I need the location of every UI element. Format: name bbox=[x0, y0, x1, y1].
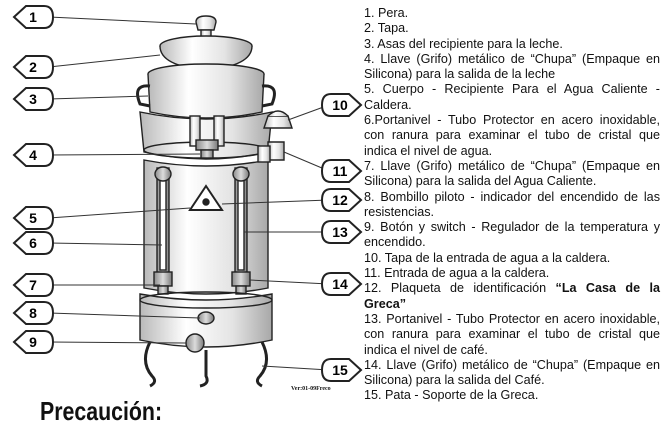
legend-item: 5. Cuerpo - Recipiente Para el Agua Cali… bbox=[364, 82, 660, 113]
legend-item: 11. Entrada de agua a la caldera. bbox=[364, 266, 660, 281]
callout-label: 11 bbox=[333, 163, 348, 179]
legend-item: 3. Asas del recipiente para la leche. bbox=[364, 37, 660, 52]
callout-label: 1 bbox=[29, 9, 37, 25]
legend-item-text: 12. Plaqueta de identificación bbox=[364, 281, 556, 295]
callout-label: 7 bbox=[29, 277, 37, 293]
legend-item: 14. Llave (Grifo) metálico de “Chupa” (E… bbox=[364, 358, 660, 389]
legend-item-text: 11. Entrada de agua a la caldera. bbox=[364, 266, 549, 280]
legend-item: 2. Tapa. bbox=[364, 21, 660, 36]
legend-item-text: 10. Tapa de la entrada de agua a la cald… bbox=[364, 251, 610, 265]
knob-part bbox=[196, 16, 216, 38]
callout-1: 1 bbox=[14, 6, 53, 28]
callout-label: 4 bbox=[29, 147, 37, 163]
callout-4: 4 bbox=[14, 144, 53, 166]
callout-label: 9 bbox=[29, 334, 37, 350]
callout-3: 3 bbox=[14, 88, 53, 110]
boiler-body-part bbox=[144, 160, 268, 294]
legend-item-text: 8. Bombillo piloto - indicador del encen… bbox=[364, 190, 660, 219]
legend-item: 4. Llave (Grifo) metálico de “Chupa” (Em… bbox=[364, 52, 660, 83]
callout-8: 8 bbox=[14, 302, 53, 324]
legend-item-text: 14. Llave (Grifo) metálico de “Chupa” (E… bbox=[364, 358, 660, 387]
legs-part bbox=[145, 342, 266, 386]
callout-7: 7 bbox=[14, 274, 53, 296]
legend-item-text: 7. Llave (Grifo) metálico de “Chupa” (Em… bbox=[364, 159, 660, 188]
callout-label: 6 bbox=[29, 235, 37, 251]
legend-item: 10. Tapa de la entrada de agua a la cald… bbox=[364, 251, 660, 266]
legend-item: 7. Llave (Grifo) metálico de “Chupa” (Em… bbox=[364, 159, 660, 190]
milk-pot-part bbox=[138, 64, 275, 118]
warning-heading: Precaución: bbox=[40, 396, 162, 427]
callout-13: 13 bbox=[322, 221, 361, 243]
legend-item: 9. Botón y switch - Regulador de la temp… bbox=[364, 220, 660, 251]
upper-body-part bbox=[140, 112, 272, 159]
legend-item-text: 6.Portanivel - Tubo Protector en acero i… bbox=[364, 113, 660, 158]
legend-item-text: 15. Pata - Soporte de la Greca. bbox=[364, 388, 538, 402]
legend-item-text: 3. Asas del recipiente para la leche. bbox=[364, 37, 563, 51]
callout-label: 12 bbox=[332, 192, 348, 208]
callout-11: 11 bbox=[322, 160, 361, 182]
callout-label: 15 bbox=[332, 362, 348, 378]
legend-item: 13. Portanivel - Tubo Protector en acero… bbox=[364, 312, 660, 358]
callout-label: 2 bbox=[29, 59, 37, 75]
callout-2: 2 bbox=[14, 56, 53, 78]
legend-item-text: 4. Llave (Grifo) metálico de “Chupa” (Em… bbox=[364, 52, 660, 81]
callout-5: 5 bbox=[14, 207, 53, 229]
callout-9: 9 bbox=[14, 331, 53, 353]
legend-item-text: 13. Portanivel - Tubo Protector en acero… bbox=[364, 312, 660, 357]
callout-14: 14 bbox=[322, 273, 361, 295]
legend-item-text: 1. Pera. bbox=[364, 6, 408, 20]
legend-item: 15. Pata - Soporte de la Greca. bbox=[364, 388, 660, 403]
callout-15: 15 bbox=[322, 359, 361, 381]
callout-label: 10 bbox=[332, 97, 348, 113]
callout-label: 14 bbox=[332, 276, 348, 292]
parts-legend: 1. Pera.2. Tapa. 3. Asas del recipiente p… bbox=[364, 6, 660, 404]
legend-item-text: 9. Botón y switch - Regulador de la temp… bbox=[364, 220, 660, 249]
legend-item: 12. Plaqueta de identificación “La Casa … bbox=[364, 281, 660, 312]
legend-item-text: 5. Cuerpo - Recipiente Para el Agua Cali… bbox=[364, 82, 660, 111]
callout-label: 5 bbox=[29, 210, 37, 226]
callout-label: 8 bbox=[29, 305, 37, 321]
greca-machine bbox=[138, 16, 292, 386]
legend-item: 1. Pera. bbox=[364, 6, 660, 21]
legend-item: 6.Portanivel - Tubo Protector en acero i… bbox=[364, 113, 660, 159]
callout-10: 10 bbox=[322, 94, 361, 116]
callout-label: 13 bbox=[332, 224, 348, 240]
version-label: Ver:01-09Freco bbox=[291, 386, 331, 392]
legend-item: 8. Bombillo piloto - indicador del encen… bbox=[364, 190, 660, 221]
legend-item-text: 2. Tapa. bbox=[364, 21, 409, 35]
callout-label: 3 bbox=[29, 91, 37, 107]
callout-12: 12 bbox=[322, 189, 361, 211]
callout-6: 6 bbox=[14, 232, 53, 254]
